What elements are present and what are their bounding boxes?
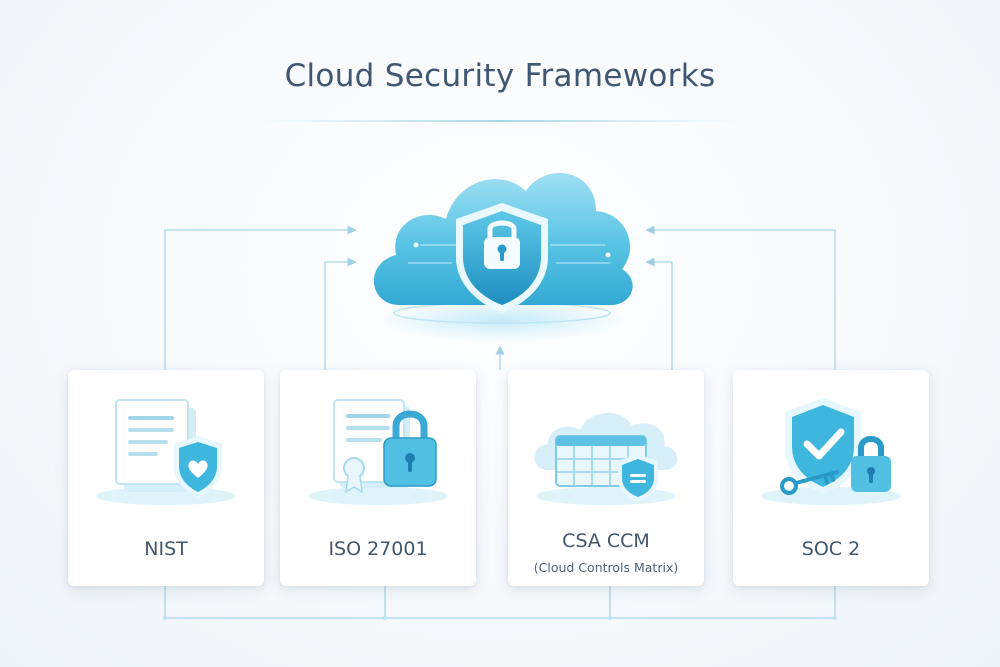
document-shield-icon [96, 399, 236, 505]
cloud-matrix-shield-icon [534, 412, 678, 505]
cloud-shield-lock-icon [373, 172, 633, 342]
framework-card-csa-ccm[interactable]: CSA CCM (Cloud Controls Matrix) [508, 370, 704, 586]
framework-label: SOC 2 [801, 538, 861, 560]
connector-csa [645, 257, 673, 370]
title-divider [262, 120, 738, 122]
framework-card-nist[interactable]: NIST [68, 370, 264, 586]
certificate-lock-icon [308, 399, 448, 505]
framework-label: ISO 27001 [328, 538, 428, 560]
framework-label: NIST [144, 538, 188, 560]
connector-iso [324, 257, 357, 370]
connector-soc [645, 225, 836, 370]
framework-card-soc-2[interactable]: SOC 2 [733, 370, 929, 586]
page-title: Cloud Security Frameworks [284, 58, 716, 94]
framework-label: CSA CCM [562, 530, 650, 552]
framework-sublabel: (Cloud Controls Matrix) [533, 560, 679, 575]
shield-check-lock-icon [761, 398, 901, 505]
framework-card-iso-27001[interactable]: ISO 27001 [280, 370, 476, 586]
connector-bottom [164, 586, 836, 619]
connector-nist [164, 225, 357, 370]
